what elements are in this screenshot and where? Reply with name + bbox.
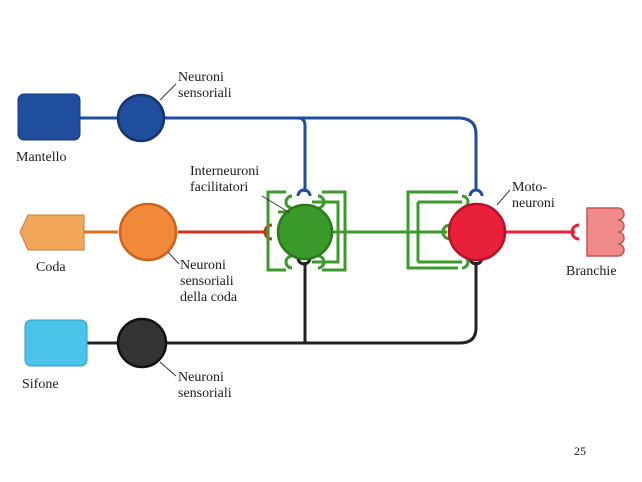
tail-synapse-interneuron bbox=[263, 223, 273, 241]
interneuron-left-collateral bbox=[266, 190, 286, 272]
gill-synapse bbox=[570, 223, 580, 241]
interneuron-bouton-c bbox=[284, 254, 293, 270]
siphon-sensory-label-line2: sensoriali bbox=[178, 386, 232, 401]
facilitator-interneuron bbox=[276, 203, 334, 261]
mantle-synapse-interneuron bbox=[296, 188, 312, 197]
siphon-sensory-label: Neuroni sensoriali bbox=[178, 370, 232, 402]
gill-organ bbox=[586, 207, 625, 257]
tail-sensory-pointer bbox=[167, 251, 180, 265]
interneuron-label-line1: Interneuroni bbox=[190, 164, 260, 179]
interneuron-label-line2: facilitatori bbox=[190, 180, 249, 195]
mantello-label: Mantello bbox=[16, 150, 67, 165]
tail-sensory-label-line3: della coda bbox=[180, 290, 238, 305]
mantle-pathway bbox=[80, 116, 484, 197]
interneuron-bouton-d bbox=[317, 254, 326, 270]
tail-sensory-neuron bbox=[118, 202, 178, 262]
motoneuron-upper-collateral bbox=[406, 190, 458, 232]
mantle-sensory-label-line2: sensoriali bbox=[178, 86, 232, 101]
motoneuron-label-line2: neuroni bbox=[512, 196, 555, 211]
tail-organ bbox=[19, 214, 85, 251]
tail-sensory-label-line2: sensoriali bbox=[180, 274, 234, 289]
motoneuron-label-line1: Moto- bbox=[512, 180, 547, 195]
siphon-sensory-label-line1: Neuroni bbox=[178, 370, 224, 385]
interneuron-pointer bbox=[261, 195, 291, 214]
branchie-label: Branchie bbox=[566, 264, 617, 279]
siphon-sensory-pointer bbox=[159, 361, 177, 377]
mantle-synapse-motoneuron bbox=[468, 188, 484, 197]
sifone-label: Sifone bbox=[22, 377, 59, 392]
motoneuron-lower-collateral bbox=[406, 232, 458, 270]
siphon-sensory-neuron bbox=[116, 317, 168, 369]
siphon-axon bbox=[165, 262, 478, 345]
motoneuron-pointer bbox=[496, 189, 511, 206]
interneuron-bouton-b bbox=[317, 194, 326, 210]
label-pointers bbox=[159, 83, 511, 377]
motor-output bbox=[505, 223, 580, 241]
mantle-organ bbox=[17, 93, 81, 141]
tail-sensory-label-line1: Neuroni bbox=[180, 258, 226, 273]
interneuron-label: Interneuroni facilitatori bbox=[190, 164, 259, 196]
page-number: 25 bbox=[574, 444, 586, 458]
mantle-sensory-label-line1: Neuroni bbox=[178, 70, 224, 85]
interneuron-arbor bbox=[266, 190, 470, 272]
interneuron-bouton-a bbox=[284, 194, 293, 210]
motoneuron bbox=[447, 202, 507, 262]
siphon-organ bbox=[24, 319, 88, 367]
mantle-sensory-neuron bbox=[116, 93, 166, 143]
mantle-sensory-pointer bbox=[159, 83, 177, 101]
mantle-branch-to-interneuron bbox=[297, 116, 307, 192]
interneuron-synapse-motoneuron bbox=[441, 223, 451, 241]
mantle-sensory-label: Neuroni sensoriali bbox=[178, 70, 232, 102]
mantle-axon bbox=[163, 116, 478, 190]
tail-pathway bbox=[84, 223, 273, 241]
coda-label: Coda bbox=[36, 260, 66, 275]
tail-sensory-label: Neuroni sensoriali della coda bbox=[180, 258, 237, 306]
motoneuron-label: Moto- neuroni bbox=[512, 180, 555, 212]
